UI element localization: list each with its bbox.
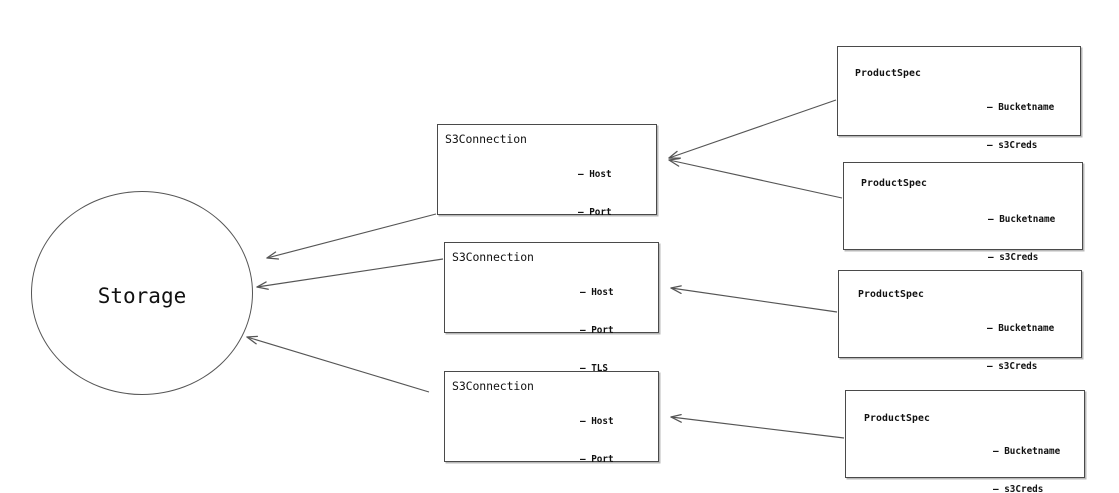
- productspec-title-1: ProductSpec: [855, 68, 921, 79]
- attribute-item: – Port: [580, 453, 614, 465]
- edge-conn3-to-storage: [247, 337, 430, 393]
- attribute-item: – Port: [580, 324, 614, 336]
- storage-node[interactable]: [31, 191, 253, 395]
- s3connection-box-1[interactable]: [437, 124, 657, 215]
- productspec-title-2: ProductSpec: [861, 178, 927, 189]
- productspec-attributes-4: – Bucketname – s3Creds: [993, 420, 1060, 493]
- productspec-attributes-2: – Bucketname – s3Creds: [988, 188, 1055, 290]
- s3connection-title-3: S3Connection: [452, 379, 534, 393]
- productspec-attributes-3: – Bucketname – s3Creds: [987, 297, 1054, 399]
- attribute-item: – TLS: [580, 363, 608, 375]
- attribute-item: – Host: [578, 168, 612, 180]
- attribute-item: – Host: [580, 286, 614, 298]
- productspec-box-4[interactable]: [845, 390, 1085, 478]
- attribute-item: – s3Creds: [987, 360, 1038, 372]
- s3connection-box-2[interactable]: [444, 242, 659, 333]
- productspec-attributes-1: – Bucketname – s3Creds: [987, 76, 1054, 178]
- attribute-item: – Port: [578, 206, 612, 218]
- edge-conn2-to-storage: [257, 258, 444, 287]
- attribute-item: – Bucketname: [993, 445, 1061, 457]
- attribute-item: – Host: [580, 415, 614, 427]
- edge-conn1-to-storage: [267, 213, 437, 258]
- attribute-item: – s3Creds: [987, 139, 1038, 151]
- edge-spec4-to-conn3: [671, 417, 845, 439]
- s3connection-box-3[interactable]: [444, 371, 659, 462]
- productspec-box-3[interactable]: [838, 270, 1082, 358]
- edge-spec2-to-conn1: [669, 160, 843, 199]
- productspec-title-4: ProductSpec: [864, 413, 930, 424]
- productspec-box-1[interactable]: [837, 46, 1081, 136]
- productspec-title-3: ProductSpec: [858, 289, 924, 300]
- edge-spec3-to-conn2: [671, 288, 838, 313]
- productspec-box-2[interactable]: [843, 162, 1083, 250]
- s3connection-attributes-3: – Host – Port – TLS: [580, 390, 614, 493]
- s3connection-title-2: S3Connection: [452, 250, 534, 264]
- attribute-item: – Bucketname: [987, 101, 1055, 113]
- attribute-item: – Bucketname: [988, 213, 1056, 225]
- s3connection-title-1: S3Connection: [445, 132, 527, 146]
- storage-label: Storage: [97, 284, 187, 308]
- attribute-item: – Bucketname: [987, 322, 1055, 334]
- edge-spec1-to-conn1: [669, 99, 837, 158]
- attribute-item: – s3Creds: [993, 483, 1044, 493]
- attribute-item: – s3Creds: [988, 251, 1039, 263]
- s3connection-attributes-2: – Host – Port – TLS: [580, 261, 614, 402]
